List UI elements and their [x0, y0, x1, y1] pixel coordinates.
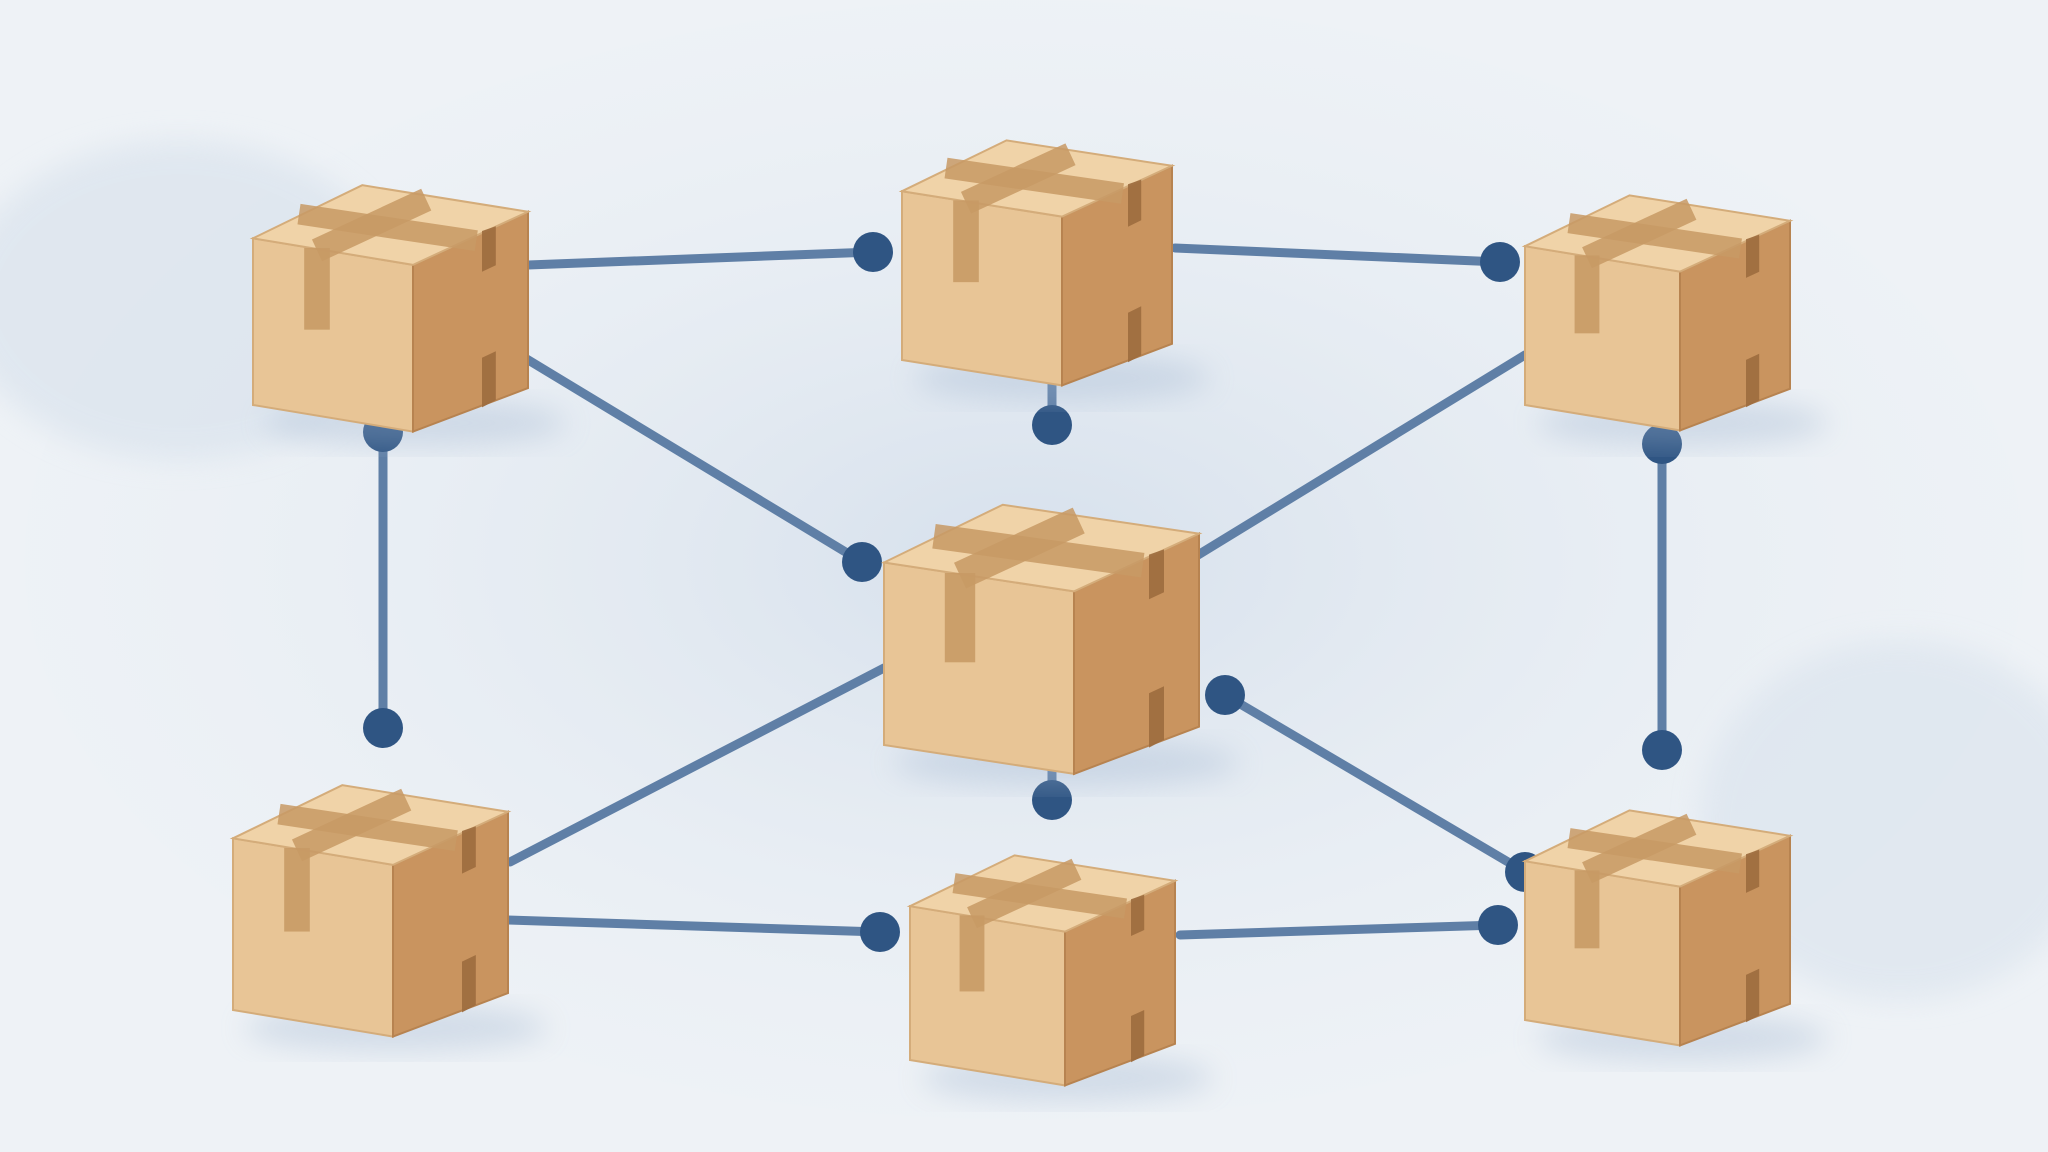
box-bottom-right-front-face — [1524, 860, 1681, 1047]
box-bottom-left-tape-side-lower — [462, 955, 476, 1013]
box-top-center — [898, 139, 1211, 402]
box-bottom-center-tape-front — [959, 915, 985, 992]
connector-line-box-top-right-to-box-center — [1193, 350, 1530, 560]
box-bottom-left-tape-side-upper — [462, 826, 476, 874]
box-top-left-tape-top-b — [297, 203, 478, 252]
connector-line-box-bottom-right-to-box-center — [1220, 690, 1530, 877]
box-top-center-tape-front — [953, 200, 979, 283]
connector-line-box-top-left-to-box-center — [520, 353, 867, 567]
connector-node-box-top-right-1 — [1480, 242, 1520, 282]
box-bottom-left-front-face — [232, 837, 394, 1038]
box-top-center-tape-side-lower — [1128, 306, 1142, 363]
box-top-right-tape-side-upper — [1746, 234, 1760, 278]
box-center-tape-side-lower — [1149, 686, 1164, 748]
connector-node-box-center-4 — [842, 542, 882, 582]
box-bottom-right — [1521, 809, 1829, 1062]
box-bottom-left-tape-top-b — [277, 803, 458, 852]
connector-node-box-top-center-0 — [853, 232, 893, 272]
box-center — [880, 503, 1240, 787]
connector-line-box-top-left-to-box-top-center — [523, 247, 878, 270]
box-bottom-center-front-face — [909, 905, 1066, 1087]
connector-line-box-bottom-left-to-box-bottom-center — [503, 915, 885, 937]
box-top-center-front-face — [901, 190, 1063, 387]
connector-node-box-bottom-center-10 — [860, 912, 900, 952]
box-top-right-tape-front — [1574, 255, 1600, 334]
connector-node-box-bottom-right-3 — [1642, 730, 1682, 770]
box-bottom-right-tape-top-b — [1567, 828, 1742, 874]
connector-line-box-top-center-to-box-top-right — [1170, 243, 1505, 267]
box-bottom-left-tape-front — [284, 847, 310, 932]
connector-node-center-right — [1205, 675, 1245, 715]
connector-node-box-center-9 — [1032, 780, 1072, 820]
box-top-right-tape-top-b — [1567, 213, 1742, 259]
connector-line-box-bottom-center-to-box-bottom-right — [1175, 920, 1503, 940]
box-bottom-center-tape-side-upper — [1131, 894, 1145, 936]
box-center-tape-side-upper — [1149, 549, 1164, 600]
box-center-front-face — [883, 561, 1075, 776]
connector-line-box-bottom-left-to-box-center — [505, 663, 889, 867]
box-center-tape-front — [944, 573, 976, 663]
box-bottom-center-tape-side-lower — [1131, 1010, 1145, 1063]
box-bottom-left — [229, 784, 547, 1052]
box-bottom-right-tape-side-lower — [1746, 968, 1760, 1023]
connector-node-box-bottom-right-11 — [1478, 905, 1518, 945]
box-top-left-front-face — [252, 237, 414, 433]
box-bottom-center-tape-top-b — [952, 873, 1127, 919]
connector-node-box-bottom-left-2 — [363, 708, 403, 748]
box-top-left — [249, 184, 567, 447]
connector-node-box-center-8 — [1032, 405, 1072, 445]
box-top-center-tape-side-upper — [1128, 179, 1142, 227]
box-bottom-center — [906, 854, 1214, 1102]
connections-layer — [378, 243, 1667, 940]
box-top-right-tape-side-lower — [1746, 353, 1760, 408]
boxes-layer — [229, 139, 1829, 1102]
box-top-center-tape-top-b — [944, 157, 1124, 204]
box-bottom-right-tape-front — [1574, 870, 1600, 949]
box-top-left-tape-side-lower — [482, 351, 496, 408]
box-bottom-right-tape-side-upper — [1746, 849, 1760, 893]
box-center-tape-top-b — [932, 524, 1145, 578]
box-top-left-tape-side-upper — [482, 226, 496, 272]
box-top-left-tape-front — [304, 247, 330, 330]
box-top-right — [1521, 194, 1829, 447]
box-top-right-front-face — [1524, 245, 1681, 432]
